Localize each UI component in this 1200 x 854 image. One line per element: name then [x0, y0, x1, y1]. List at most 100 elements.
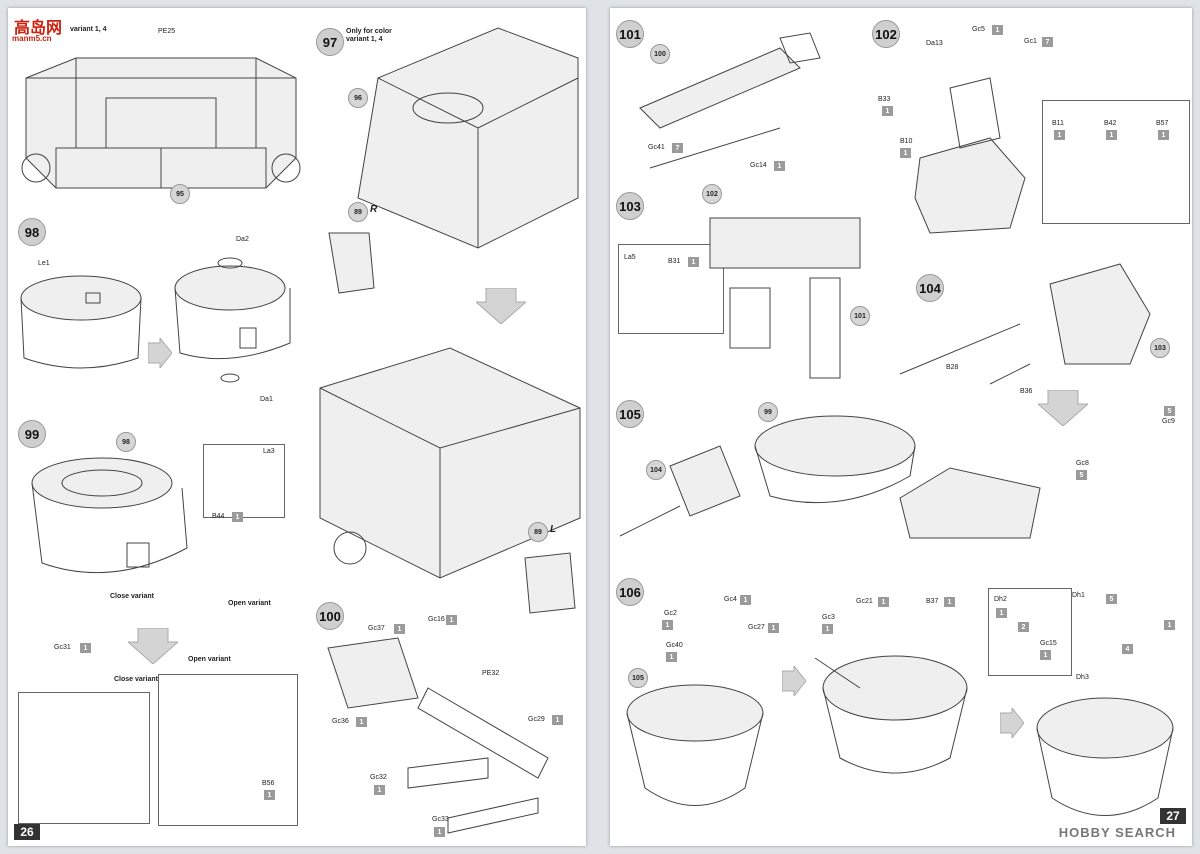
qty-gc14: 1: [774, 161, 785, 171]
fender-l-drawing: [524, 552, 576, 614]
part-gc8: Gc8: [1076, 460, 1089, 467]
callout-96: 96: [348, 88, 368, 108]
qty-b33: 1: [882, 106, 893, 116]
part-gc33: Gc33: [432, 816, 449, 823]
qty-gc31: 1: [80, 643, 91, 653]
detail-box-b44: [203, 444, 285, 518]
callout-99: 99: [758, 402, 778, 422]
qty-b37: 1: [944, 597, 955, 607]
page-number-left: 26: [14, 824, 40, 840]
step-103: 103: [616, 192, 644, 220]
qty-b10: 1: [900, 148, 911, 158]
qty-one-rounds: 1: [1164, 620, 1175, 630]
part-dh1: Dh1: [1072, 592, 1085, 599]
part-da13: Da13: [926, 40, 943, 47]
part-gc2: Gc2: [664, 610, 677, 617]
tank-rear-drawing: [21, 57, 301, 189]
qty-gc8: 5: [1076, 470, 1087, 480]
turret-interior-drawing-3: [1036, 697, 1174, 816]
callout-101: 101: [850, 306, 870, 326]
callout-95: 95: [170, 184, 190, 204]
qty-gc21: 1: [878, 597, 889, 607]
qty-gc16: 1: [446, 615, 457, 625]
side-l: L: [550, 524, 557, 535]
part-b37: B37: [926, 598, 939, 605]
qty-gc9: 5: [1164, 406, 1175, 416]
callout-103: 103: [1150, 338, 1170, 358]
callout-89r: 89: [348, 202, 368, 222]
step-99: 99: [18, 420, 46, 448]
step-102: 102: [872, 20, 900, 48]
qty-gc5: 1: [992, 25, 1003, 35]
turret-interior-drawing-2: [814, 655, 968, 774]
part-b10: B10: [900, 138, 913, 145]
qty-b44: 1: [232, 512, 243, 522]
part-b42: B42: [1104, 120, 1117, 127]
part-b31: B31: [668, 258, 681, 265]
part-le1: Le1: [38, 260, 50, 267]
callout-98: 98: [116, 432, 136, 452]
part-gc41: Gc41: [648, 144, 665, 151]
qty-gc4: 1: [740, 595, 751, 605]
step-arrow: [147, 336, 173, 373]
step-arrow-right: [781, 664, 807, 701]
detail-box-b11: [1042, 100, 1190, 224]
watermark-hobbysearch: HOBBY SEARCH: [1058, 825, 1176, 840]
qty-gc40: 1: [666, 652, 677, 662]
step-arrow-down-3: [1036, 389, 1090, 431]
part-dh2: Dh2: [994, 596, 1007, 603]
part-gc1: Gc1: [1024, 38, 1037, 45]
qty-b42: 1: [1106, 130, 1117, 140]
fender-r-drawing: [328, 232, 375, 294]
detail-box-dh2: [988, 588, 1072, 676]
part-gc29: Gc29: [528, 716, 545, 723]
open-variant-label: Open variant: [228, 600, 271, 607]
part-gc31: Gc31: [54, 644, 71, 651]
side-r: R: [370, 204, 378, 215]
part-gc37: Gc37: [368, 625, 385, 632]
qty-gc37: 1: [394, 624, 405, 634]
left-page: 高岛网 manm5.cn variant 1, 4 PE25 95 98 Le1…: [8, 8, 586, 846]
part-gc32: Gc32: [370, 774, 387, 781]
part-la3: La3: [263, 448, 275, 455]
qty-gc2: 1: [662, 620, 673, 630]
part-pe25: PE25: [158, 28, 176, 35]
qty-b56: 1: [264, 790, 275, 800]
mantlet-drawing: [709, 217, 861, 379]
step-104: 104: [916, 274, 944, 302]
qty-gc3: 1: [822, 624, 833, 634]
qty-gc27: 1: [768, 623, 779, 633]
callout-105: 105: [628, 668, 648, 688]
callout-104: 104: [646, 460, 666, 480]
part-gc5: Gc5: [972, 26, 985, 33]
tank-rear-assembled-drawing: [319, 347, 581, 579]
watermark-sub: manm5.cn: [12, 34, 52, 43]
callout-100: 100: [650, 44, 670, 64]
part-gc16: Gc16: [428, 616, 445, 623]
part-gc15: Gc15: [1040, 640, 1057, 647]
qty-dh2-b: 2: [1018, 622, 1029, 632]
part-pe32: PE32: [482, 670, 500, 677]
part-la5: La5: [624, 254, 636, 261]
step-97: 97: [316, 28, 344, 56]
close-variant-label: Close variant: [110, 593, 154, 600]
right-page: 101 100 Gc41 7 Gc14 1 102 Gc5 1 Gc1 7 Da…: [610, 8, 1192, 846]
turret-interior-drawing-1: [626, 684, 764, 806]
turret-drawing: [174, 257, 291, 383]
qty-gc29: 1: [552, 715, 563, 725]
part-b28: B28: [946, 364, 959, 371]
callout-102: 102: [702, 184, 722, 204]
qty-b57: 1: [1158, 130, 1169, 140]
step-105: 105: [616, 400, 644, 428]
step-100: 100: [316, 602, 344, 630]
step-98: 98: [18, 218, 46, 246]
qty-gc1: 7: [1042, 37, 1053, 47]
gun-assembly-drawing: [327, 637, 549, 834]
part-gc27: Gc27: [748, 624, 765, 631]
step-101: 101: [616, 20, 644, 48]
part-gc9: Gc9: [1162, 418, 1175, 425]
watermark-logo: 高岛网: [14, 20, 63, 37]
step-106: 106: [616, 578, 644, 606]
detail-box-la5: [618, 244, 724, 334]
gun-barrel-drawing: [899, 263, 1151, 385]
